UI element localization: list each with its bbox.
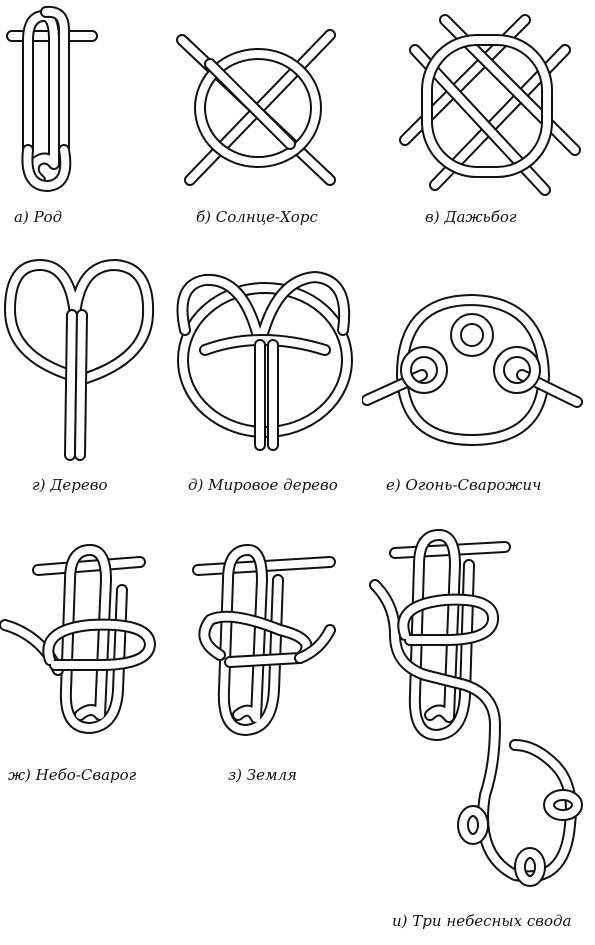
knot-label: г) Дерево xyxy=(32,476,108,494)
knot-label: з) Земля xyxy=(228,766,297,784)
knot-label: и) Три небесных свода xyxy=(392,912,572,930)
knot-nebo-svarog-diagram xyxy=(0,544,156,734)
knot-mirovoe-derevo-diagram xyxy=(176,271,353,451)
knot-label: а) Род xyxy=(14,208,63,226)
knot-label: б) Солнце-Хорс xyxy=(196,208,318,226)
knot-label: в) Дажьбог xyxy=(425,208,517,226)
knot-tri-nebesnykh-svoda-diagram xyxy=(369,529,583,887)
knot-label: ж) Небо-Сварог xyxy=(8,766,137,784)
knot-rod-diagram xyxy=(6,5,98,192)
knot-solntse-khors-diagram xyxy=(176,29,336,186)
knot-derevo-diagram xyxy=(4,259,155,461)
knot-zemlya-diagram xyxy=(192,544,336,736)
knot-label: д) Мировое дерево xyxy=(188,476,338,494)
knot-label: е) Огонь-Сварожич xyxy=(386,476,542,494)
knot-dazhbog-diagram xyxy=(399,14,581,196)
knot-ogon-svarozhich-diagram xyxy=(362,294,583,446)
